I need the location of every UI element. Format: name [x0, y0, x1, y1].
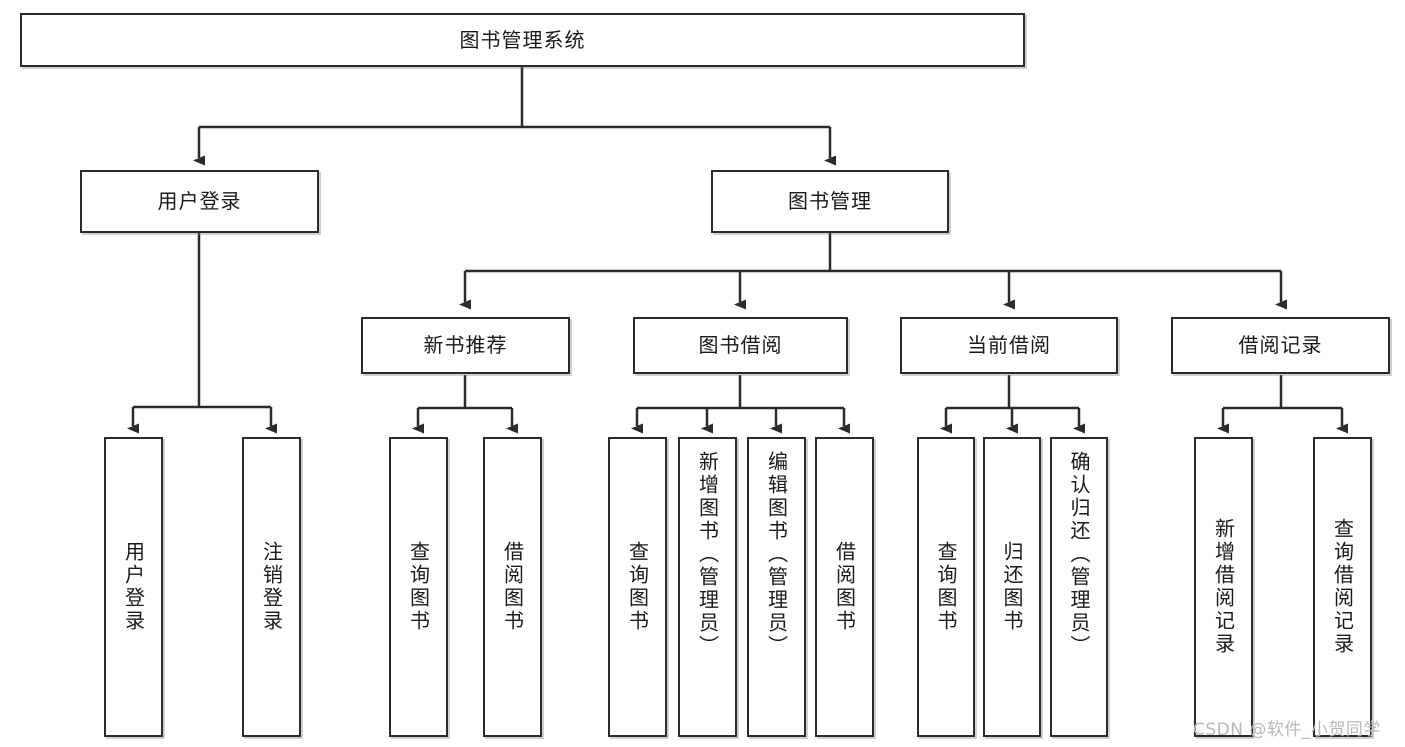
- node-label: 查询借阅记录: [1330, 518, 1355, 656]
- node-label: 借阅图书: [832, 541, 857, 633]
- node-book-management[interactable]: 图书管理: [711, 170, 949, 233]
- node-label: 注销登录: [259, 541, 284, 633]
- leaf-current-borrow-query-book[interactable]: 查询图书: [917, 437, 975, 737]
- node-label: 图书管理系统: [459, 27, 586, 52]
- leaf-borrow-record-add-record[interactable]: 新增借阅记录: [1194, 437, 1253, 737]
- leaf-book-borrow-borrow-book[interactable]: 借阅图书: [815, 437, 874, 737]
- leaf-user-login-login[interactable]: 用户登录: [104, 437, 163, 737]
- node-root-book-management-system[interactable]: 图书管理系统: [20, 13, 1025, 67]
- node-user-login[interactable]: 用户登录: [80, 170, 319, 233]
- node-label: 当前借阅: [967, 333, 1051, 357]
- node-new-book-recommendation[interactable]: 新书推荐: [361, 317, 570, 374]
- leaf-new-book-borrow-book[interactable]: 借阅图书: [483, 437, 542, 737]
- leaf-borrow-record-query-record[interactable]: 查询借阅记录: [1313, 437, 1372, 737]
- node-label: 图书管理: [788, 189, 872, 213]
- csdn-watermark: CSDN @软件_小贺同学: [1193, 720, 1381, 740]
- leaf-current-borrow-confirm-return-admin[interactable]: 确认归还（管理员）: [1050, 437, 1108, 737]
- leaf-book-borrow-edit-book-admin[interactable]: 编辑图书（管理员）: [747, 437, 806, 737]
- leaf-user-login-logout[interactable]: 注销登录: [242, 437, 301, 737]
- node-label: 借阅记录: [1238, 333, 1323, 357]
- node-current-borrowing[interactable]: 当前借阅: [900, 317, 1118, 374]
- node-book-borrowing[interactable]: 图书借阅: [633, 317, 848, 374]
- node-borrowing-records[interactable]: 借阅记录: [1171, 317, 1390, 374]
- node-label: 查询图书: [934, 541, 958, 633]
- node-label: 确认归还（管理员）: [1067, 451, 1091, 658]
- leaf-book-borrow-query-book[interactable]: 查询图书: [608, 437, 667, 737]
- node-label: 编辑图书（管理员）: [764, 451, 789, 658]
- node-label: 图书借阅: [698, 333, 783, 357]
- node-label: 用户登录: [157, 189, 242, 213]
- leaf-new-book-query-book[interactable]: 查询图书: [389, 437, 448, 737]
- node-label: 归还图书: [1000, 541, 1024, 633]
- leaf-current-borrow-return-book[interactable]: 归还图书: [983, 437, 1041, 737]
- node-label: 新书推荐: [423, 333, 508, 357]
- node-label: 借阅图书: [500, 541, 525, 633]
- node-label: 查询图书: [625, 541, 650, 633]
- node-label: 查询图书: [406, 541, 431, 633]
- node-label: 用户登录: [121, 541, 146, 633]
- node-label: 新增图书（管理员）: [695, 451, 720, 658]
- leaf-book-borrow-add-book-admin[interactable]: 新增图书（管理员）: [678, 437, 737, 737]
- node-label: 新增借阅记录: [1211, 518, 1236, 656]
